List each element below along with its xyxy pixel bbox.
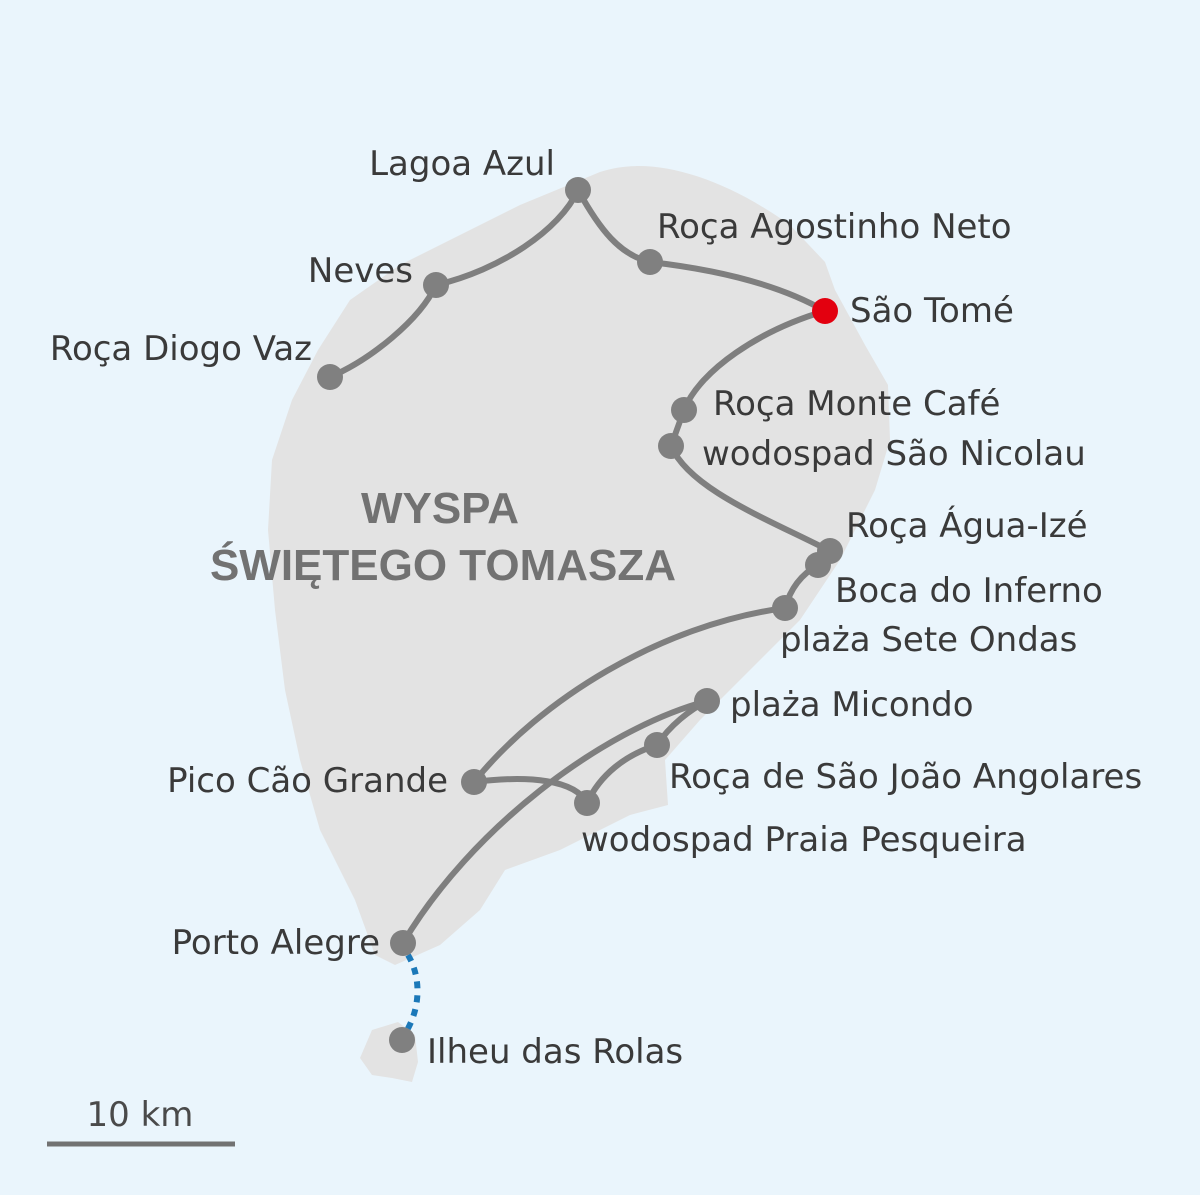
- label-plaza-sete-ondas: plaża Sete Ondas: [780, 620, 1077, 660]
- label-wodospad-praia-pesqueira: wodospad Praia Pesqueira: [581, 820, 1027, 860]
- sao-tome-island: [268, 166, 890, 965]
- stop-lagoa-azul[interactable]: [565, 177, 591, 203]
- stop-ilheu-das-rolas[interactable]: [389, 1027, 415, 1053]
- label-porto-alegre: Porto Alegre: [172, 923, 380, 963]
- label-boca-do-inferno: Boca do Inferno: [835, 571, 1103, 611]
- stop-wodospad-sao-nicolau[interactable]: [658, 433, 684, 459]
- stop-sao-tome-capital[interactable]: [812, 298, 838, 324]
- stop-boca-do-inferno[interactable]: [805, 552, 831, 578]
- stop-pico-cao-grande[interactable]: [461, 769, 487, 795]
- label-roca-monte-cafe: Roça Monte Café: [713, 384, 1000, 424]
- label-roca-de-sao-joao-angolares: Roça de São João Angolares: [669, 757, 1142, 797]
- stop-plaza-sete-ondas[interactable]: [772, 595, 798, 621]
- label-roca-diogo-vaz: Roça Diogo Vaz: [50, 329, 312, 369]
- stop-roca-diogo-vaz[interactable]: [317, 364, 343, 390]
- stop-wodospad-praia-pesqueira[interactable]: [574, 790, 600, 816]
- scale-bar: 10 km: [47, 1095, 235, 1147]
- label-neves: Neves: [308, 251, 413, 291]
- place-labels: Lagoa Azul Roça Agostinho Neto Neves Roç…: [50, 144, 1142, 1072]
- region-label-line-2: ŚWIĘTEGO TOMASZA: [210, 540, 676, 590]
- stop-neves[interactable]: [423, 272, 449, 298]
- label-pico-cao-grande: Pico Cão Grande: [167, 761, 448, 801]
- label-lagoa-azul: Lagoa Azul: [369, 144, 555, 184]
- label-roca-agostinho-neto: Roça Agostinho Neto: [657, 207, 1012, 247]
- stop-porto-alegre[interactable]: [390, 930, 416, 956]
- label-wodospad-sao-nicolau: wodospad São Nicolau: [702, 434, 1086, 474]
- label-roca-agua-ize: Roça Água-Izé: [846, 505, 1088, 546]
- scale-label: 10 km: [87, 1095, 194, 1135]
- stop-roca-monte-cafe[interactable]: [671, 397, 697, 423]
- label-ilheu-das-rolas: Ilheu das Rolas: [427, 1032, 683, 1072]
- ferry-porto-alegre-ilheu-das-rolas: [403, 953, 421, 1034]
- route-micondo-porto-alegre: [400, 698, 710, 946]
- route-sete-ondas-pico-cao-grande: [471, 605, 788, 785]
- stop-roca-de-sao-joao-angolares[interactable]: [644, 732, 670, 758]
- label-sao-tome: São Tomé: [850, 291, 1014, 331]
- stop-plaza-micondo[interactable]: [694, 688, 720, 714]
- stop-roca-agostinho-neto[interactable]: [637, 249, 663, 275]
- region-label: WYSPA ŚWIĘTEGO TOMASZA: [210, 484, 676, 590]
- label-plaza-micondo: plaża Micondo: [730, 685, 974, 725]
- stops: [317, 177, 843, 1053]
- region-label-line-1: WYSPA: [361, 484, 519, 533]
